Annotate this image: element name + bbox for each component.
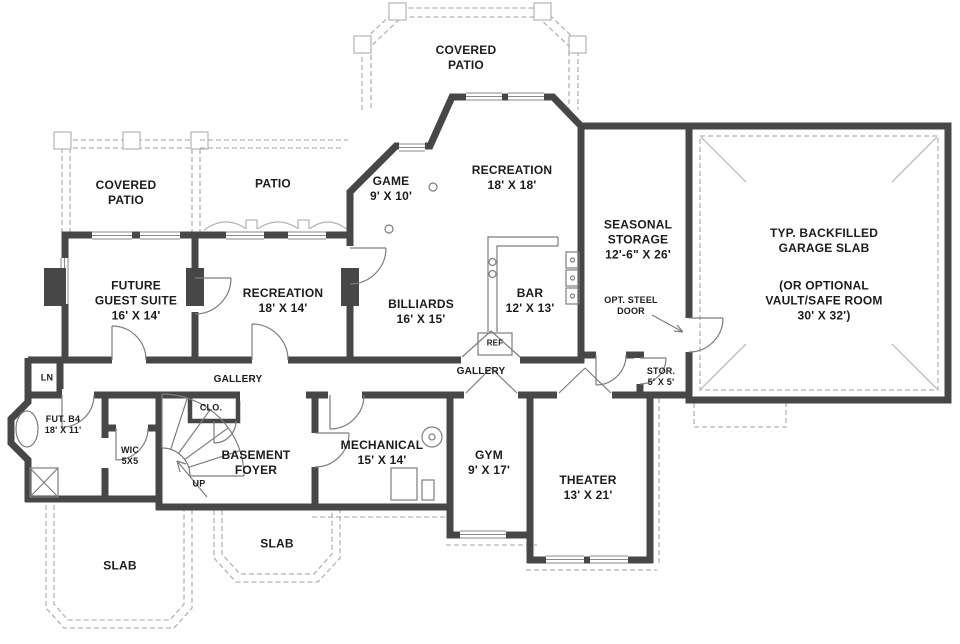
up-arrow [176, 460, 208, 498]
fixtures [15, 182, 580, 501]
patio-slab-outlines [45, 2, 939, 629]
tub [15, 410, 39, 448]
room-label-covered-patio-top: COVERED PATIO [435, 43, 497, 72]
bar-counter [487, 236, 559, 332]
label-ln: LN [40, 372, 54, 383]
room-label-bar: BAR 12' X 13' [505, 286, 555, 315]
room-label-future-guest-suite: FUTURE GUEST SUITE 16' X 14' [94, 278, 178, 323]
room-label-billiards: BILLIARDS 16' X 15' [388, 297, 454, 326]
windows [58, 90, 628, 566]
steel-door-arrow [651, 314, 684, 333]
label-fut-b4: FUT. B4 18' X 11' [44, 414, 82, 435]
label-gallery-right: GALLERY [456, 365, 506, 377]
room-label-mechanical: MECHANICAL 15' X 14' [340, 438, 424, 467]
column [384, 224, 394, 234]
room-label-recreation-upper: RECREATION 18' X 18' [471, 163, 553, 192]
room-label-theater: THEATER 13' X 21' [559, 473, 617, 502]
room-label-basement-foyer: BASEMENT FOYER [221, 448, 291, 477]
room-label-garage-option: (OR OPTIONAL VAULT/SAFE ROOM 30' X 32') [765, 278, 883, 323]
fireplace-billiards [341, 268, 359, 306]
bar-sink [488, 257, 497, 267]
stair [161, 393, 245, 498]
room-label-garage-slab: TYP. BACKFILLED GARAGE SLAB [769, 226, 879, 255]
label-clo: CLO. [199, 402, 223, 413]
room-label-patio: PATIO [255, 176, 291, 191]
fireplace-guest [44, 268, 66, 306]
wall-openings [62, 246, 696, 468]
column [428, 182, 438, 192]
refrigerator [477, 332, 513, 356]
steel-door-swing [688, 317, 724, 353]
bar-appliances [565, 251, 580, 305]
room-label-seasonal-storage: SEASONAL STORAGE 12'-6" X 26' [603, 217, 673, 262]
label-up: UP [192, 478, 206, 489]
fireplace-recreation [186, 268, 204, 306]
label-opt-steel-door: OPT. STEEL DOOR [604, 295, 658, 316]
label-gallery-left: GALLERY [213, 373, 263, 385]
label-stor: STOR. 5' X 5' [646, 366, 676, 387]
mechanical-equipment [390, 426, 443, 501]
label-slab-left: SLAB [103, 558, 137, 573]
door-swings [61, 247, 724, 468]
label-ref: REF [486, 338, 504, 348]
room-label-game: GAME 9' X 10' [369, 174, 413, 203]
shower [29, 467, 59, 498]
room-label-covered-patio-left: COVERED PATIO [95, 178, 157, 207]
room-label-gym: GYM 9' X 17' [467, 448, 511, 477]
label-wic: WIC 5X5 [120, 445, 140, 466]
label-slab-center: SLAB [260, 536, 294, 551]
room-label-recreation-lower: RECREATION 18' X 14' [242, 286, 324, 315]
